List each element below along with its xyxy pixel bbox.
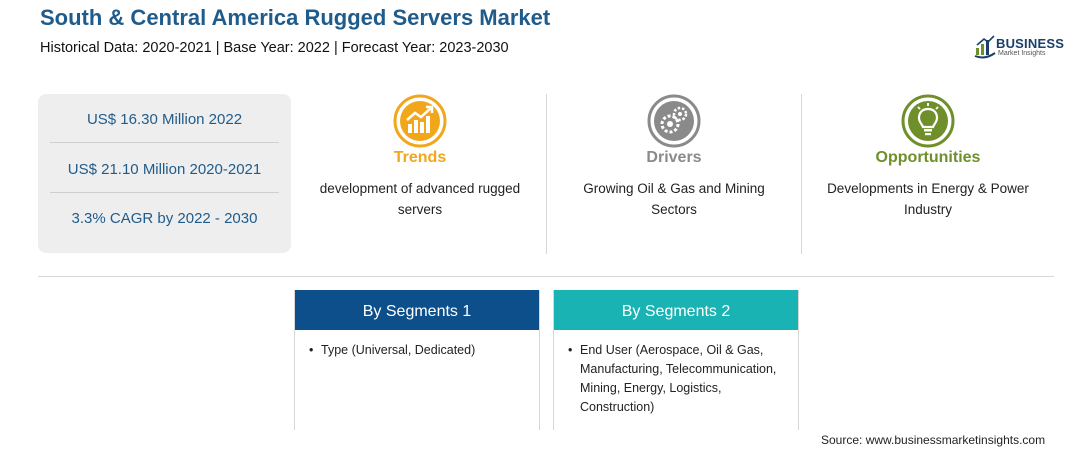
source-note: Source: www.businessmarketinsights.com bbox=[821, 433, 1046, 447]
trends-heading: Trends bbox=[393, 149, 447, 166]
stats-panel: US$ 16.30 Million 2022 US$ 21.10 Million… bbox=[38, 94, 291, 253]
segment-2-card: By Segments 2 End User (Aerospace, Oil &… bbox=[553, 290, 799, 430]
stat-market-historical: US$ 21.10 Million 2020-2021 bbox=[67, 161, 262, 178]
segment-1-heading: By Segments 1 bbox=[295, 290, 539, 330]
page-subtitle: Historical Data: 2020-2021 | Base Year: … bbox=[40, 40, 509, 56]
list-item: Type (Universal, Dedicated) bbox=[309, 341, 529, 360]
opportunities-text: Developments in Energy & Power Industry bbox=[827, 181, 1029, 217]
opportunities-heading: Opportunities bbox=[875, 149, 981, 166]
list-item: End User (Aerospace, Oil & Gas, Manufact… bbox=[568, 341, 788, 417]
stat-market-2022: US$ 16.30 Million 2022 bbox=[86, 111, 243, 128]
trends-text: development of advanced rugged servers bbox=[319, 181, 521, 217]
logo-tagline: Market Insights bbox=[998, 50, 1046, 57]
drivers-heading: Drivers bbox=[646, 149, 702, 166]
column-divider bbox=[546, 94, 547, 254]
brand-logo: BUSINESS Market Insights bbox=[974, 35, 1064, 61]
section-divider bbox=[38, 276, 1054, 277]
gears-icon bbox=[647, 94, 701, 148]
segment-2-heading: By Segments 2 bbox=[554, 290, 798, 330]
logo-globe-icon bbox=[974, 35, 996, 59]
segment-1-card: By Segments 1 Type (Universal, Dedicated… bbox=[294, 290, 540, 430]
lightbulb-icon bbox=[901, 94, 955, 148]
stat-divider bbox=[50, 142, 279, 143]
logo-name: BUSINESS bbox=[996, 36, 1065, 51]
segment-1-list: Type (Universal, Dedicated) bbox=[295, 330, 539, 360]
stat-cagr: 3.3% CAGR by 2022 - 2030 bbox=[71, 210, 258, 227]
trend-chart-icon bbox=[393, 94, 447, 148]
stat-divider bbox=[50, 192, 279, 193]
drivers-text: Growing Oil & Gas and Mining Sectors bbox=[583, 181, 765, 217]
segment-2-list: End User (Aerospace, Oil & Gas, Manufact… bbox=[554, 330, 798, 417]
column-divider bbox=[801, 94, 802, 254]
page-title: South & Central America Rugged Servers M… bbox=[40, 5, 551, 30]
